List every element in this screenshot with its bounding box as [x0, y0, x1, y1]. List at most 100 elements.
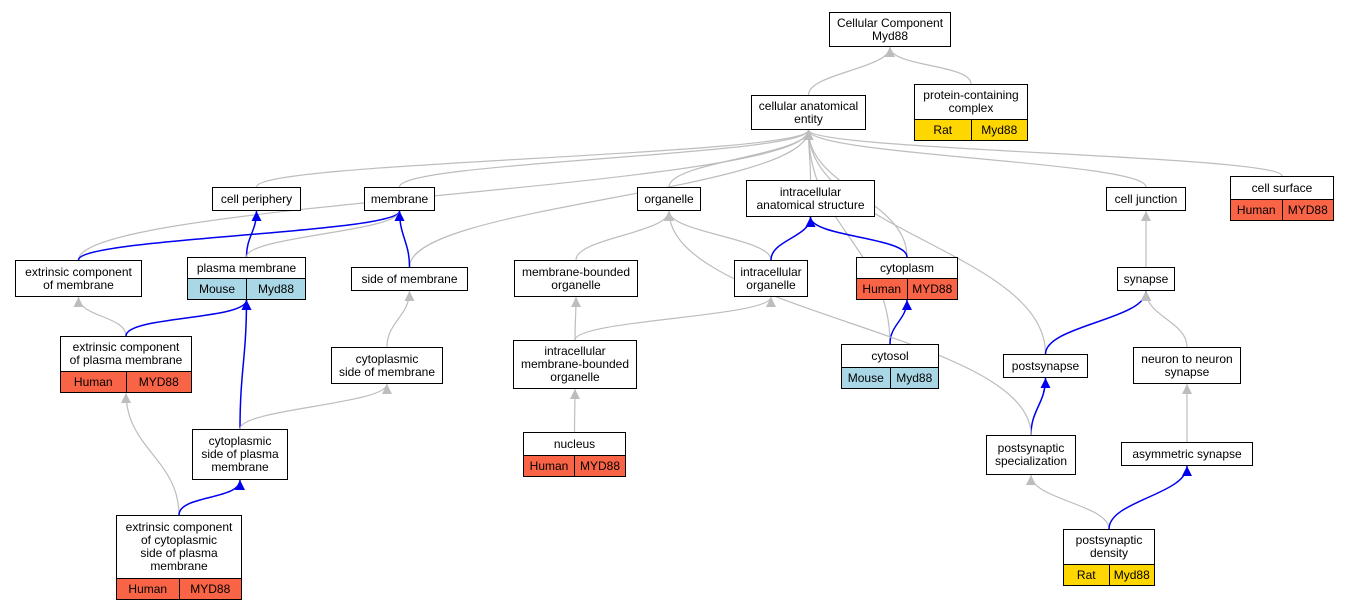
edge-side-membrane-to-membrane: [394, 210, 411, 268]
edge-plasma-membrane-to-cell-periphery: [245, 210, 262, 258]
edge-nucleus-to-imbo: [569, 388, 580, 433]
go-term-side-membrane[interactable]: side of membrane: [351, 267, 468, 291]
go-term-cc-root[interactable]: Cellular Component Myd88: [829, 12, 951, 47]
go-term-label: cell periphery: [220, 191, 293, 206]
go-term-organelle[interactable]: organelle: [637, 187, 701, 211]
gene-badge: MYD88: [178, 579, 241, 599]
edge-pcc-to-cc-root: [885, 46, 972, 85]
go-term-label: postsynapse: [1011, 358, 1080, 373]
edge-ext-cyto-side-pm-to-cyto-side-pm: [178, 479, 245, 516]
gene-badge: Myd88: [246, 279, 305, 299]
go-term-asym-synapse[interactable]: asymmetric synapse: [1121, 442, 1253, 466]
edge-ic-organelle-to-organelle: [664, 210, 772, 261]
go-term-ic-organelle[interactable]: intracellular organelle: [734, 260, 808, 297]
edge-imbo-to-mbo: [570, 296, 581, 341]
edge-ext-plasma-to-plasma-membrane: [125, 299, 252, 337]
go-term-label: side of membrane: [361, 271, 458, 286]
go-term-postsynapse[interactable]: postsynapse: [1003, 354, 1088, 378]
edge-ext-cyto-side-pm-to-ext-plasma: [121, 392, 180, 516]
go-term-cae[interactable]: cellular anatomical entity: [751, 95, 866, 130]
go-term-label: intracellular organelle: [740, 264, 802, 292]
go-term-cyto-side-membrane[interactable]: cytoplasmic side of membrane: [331, 347, 443, 384]
gene-badge: MYD88: [574, 456, 625, 476]
edge-ps-spec-to-postsynapse: [1030, 377, 1051, 436]
go-term-cyto-side-pm[interactable]: cytoplasmic side of plasma membrane: [192, 429, 288, 480]
go-term-label: cell surface: [1251, 180, 1313, 195]
species-badge: Rat: [915, 120, 971, 140]
go-term-label: intracellular membrane-bounded organelle: [520, 344, 630, 384]
edge-plasma-membrane-to-membrane: [245, 210, 405, 258]
go-term-label: nucleus: [553, 436, 596, 451]
go-term-label: cytoplasmic side of membrane: [338, 351, 436, 379]
go-term-n2n-synapse[interactable]: neuron to neuron synapse: [1133, 347, 1241, 384]
go-term-label: membrane-bounded organelle: [521, 264, 631, 292]
edge-cell-surface-to-cae: [803, 129, 1283, 177]
edge-mbo-to-organelle: [575, 210, 674, 261]
edge-cae-to-cc-root: [807, 46, 895, 96]
edge-ext-plasma-to-ext-membrane: [73, 296, 127, 337]
edge-membrane-to-cae: [398, 129, 814, 188]
species-badge: Mouse: [188, 279, 246, 299]
edge-ps-density-to-asym-synapse: [1108, 465, 1192, 530]
edge-ps-density-to-ps-spec: [1026, 474, 1110, 530]
go-term-label: cellular anatomical entity: [758, 98, 859, 126]
go-term-label: synapse: [1123, 271, 1169, 286]
go-term-label: cytoplasmic side of plasma membrane: [201, 434, 279, 474]
go-term-label: intracellular anatomical structure: [756, 184, 865, 212]
edge-ps-spec-to-organelle: [664, 210, 1032, 436]
species-badge: Human: [857, 279, 907, 299]
go-term-mbo[interactable]: membrane-bounded organelle: [514, 260, 638, 297]
gene-badge: MYD88: [125, 372, 191, 392]
go-term-synapse[interactable]: synapse: [1117, 267, 1175, 291]
go-term-ps-spec[interactable]: postsynaptic specialization: [986, 435, 1076, 475]
go-term-label: Cellular Component Myd88: [836, 15, 944, 43]
edge-cytosol-to-cytoplasm: [889, 299, 912, 345]
go-term-label: extrinsic component of plasma membrane: [69, 340, 183, 367]
edge-side-membrane-to-cae: [408, 129, 814, 268]
edge-cyto-side-pm-to-plasma-membrane: [239, 299, 252, 430]
edge-n2n-synapse-to-synapse: [1141, 290, 1188, 348]
species-badge: Human: [61, 372, 126, 392]
edge-cell-periphery-to-cae: [255, 129, 814, 188]
go-term-ias[interactable]: intracellular anatomical structure: [746, 180, 875, 217]
go-term-imbo[interactable]: intracellular membrane-bounded organelle: [513, 340, 637, 389]
gene-badge: Myd88: [1108, 565, 1154, 585]
edge-ic-organelle-to-ias: [770, 216, 816, 261]
edge-cytosol-to-cae: [803, 129, 891, 345]
go-term-label: cytoplasm: [879, 260, 935, 275]
go-term-cell-junction[interactable]: cell junction: [1106, 187, 1186, 211]
go-term-label: postsynaptic specialization: [994, 441, 1068, 468]
gene-badge: Myd88: [889, 368, 938, 388]
go-term-ext-membrane[interactable]: extrinsic component of membrane: [15, 260, 142, 297]
go-term-label: neuron to neuron synapse: [1141, 351, 1233, 379]
go-term-label: organelle: [644, 191, 694, 206]
edge-cell-junction-to-cae: [803, 129, 1147, 188]
go-term-cell-periphery[interactable]: cell periphery: [212, 187, 301, 211]
edge-cyto-side-pm-to-cyto-side-membrane: [239, 383, 392, 430]
go-term-membrane[interactable]: membrane: [364, 187, 435, 211]
go-term-label: extrinsic component of cytoplasmic side …: [125, 520, 233, 573]
go-term-ext-cyto-side-pm[interactable]: extrinsic component of cytoplasmic side …: [116, 515, 242, 600]
gene-badge: Myd88: [970, 120, 1027, 140]
species-badge: Mouse: [842, 368, 890, 388]
species-badge: Human: [524, 456, 574, 476]
go-term-label: postsynaptic density: [1075, 533, 1143, 560]
edge-postsynapse-to-cae: [803, 129, 1047, 355]
